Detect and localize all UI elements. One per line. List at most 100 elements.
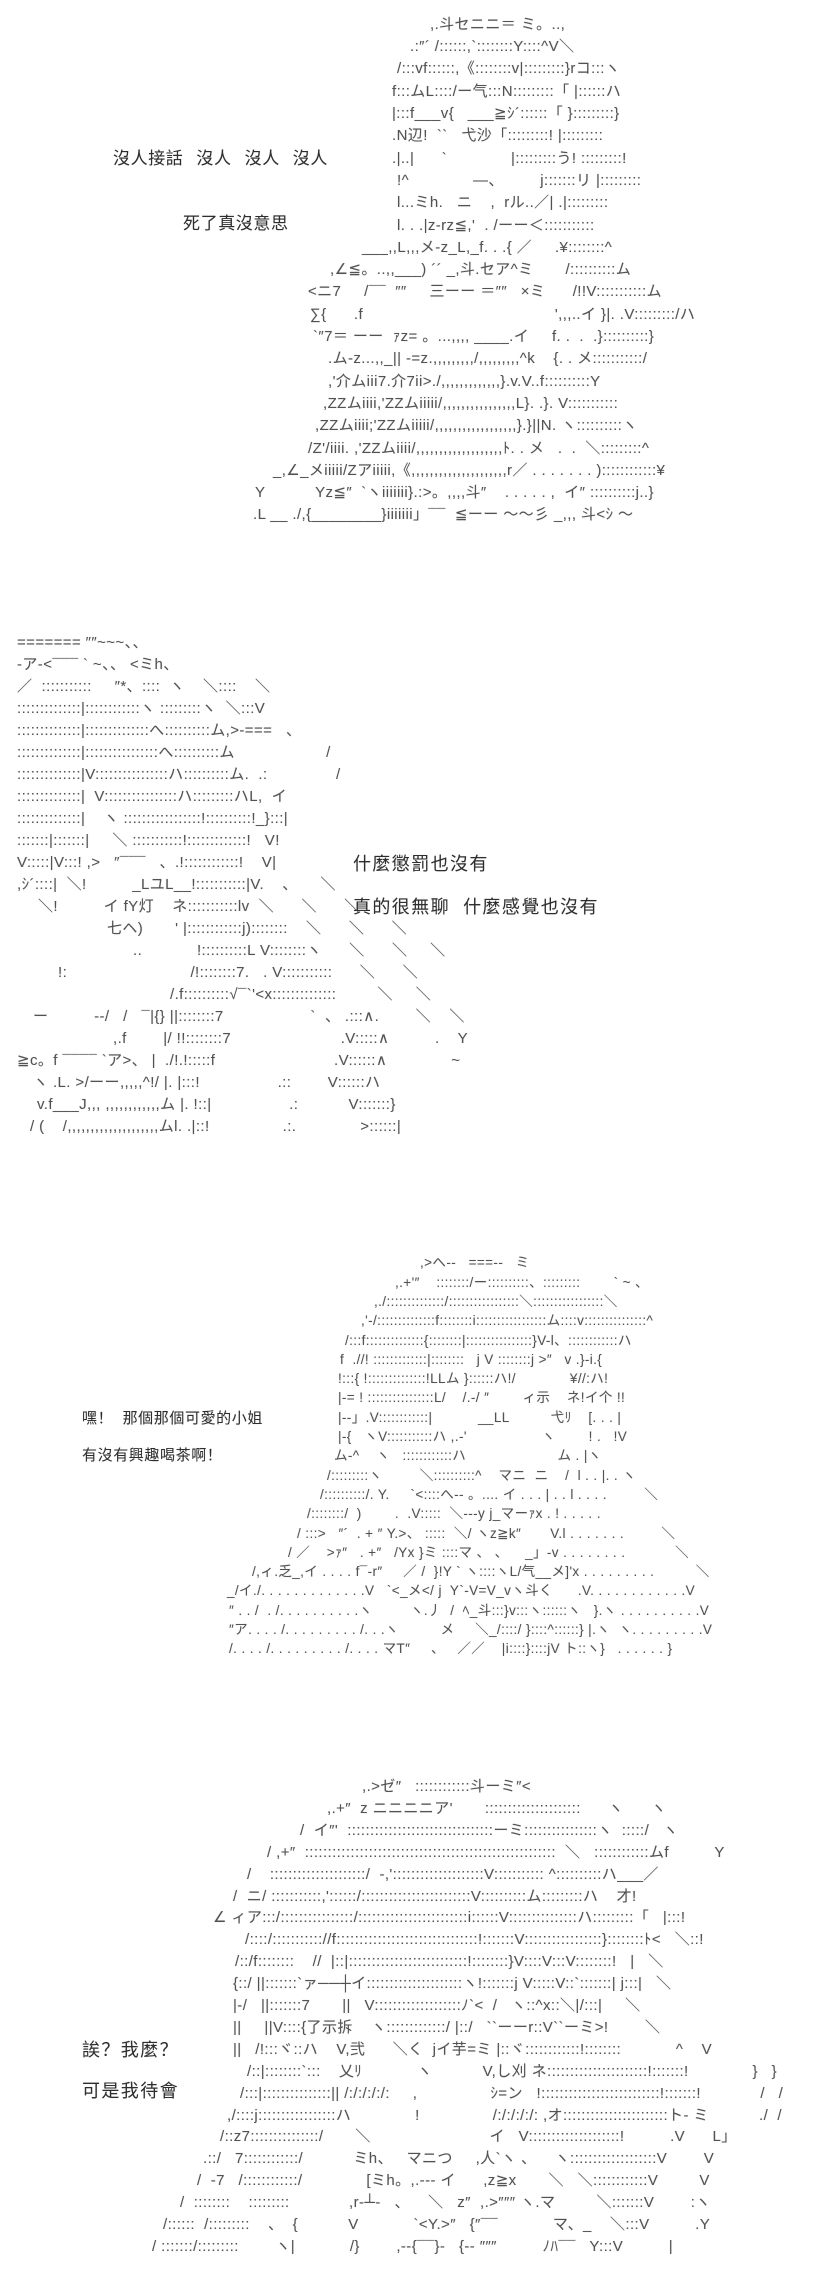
art-line: ヽ .L. >/ーー,,,,,^!/ |. |:::! .:: V::::::ハ <box>33 1074 381 1091</box>
art-line: ,/::::j:::::::::::::::::ハ ! /:/:/:/:/: ,… <box>227 2106 782 2124</box>
art-line: / イ″' ::::::::::::::::::::::::::::::::ーミ… <box>300 1821 679 1839</box>
art-line: / :::::::: ::::::::: ,r‐┴‐ 、 ＼ z″ ,.>″″″… <box>180 2194 711 2212</box>
art-line: ,ZZムiiii,'ZZムiiiii/,,,,,,,,,,,,,,,,L}. .… <box>323 394 619 412</box>
art-line: || /!:::ヾ::ハ V,弐 ＼く jイ芋=ミ |::ヾ::::::::::… <box>233 2040 713 2058</box>
dialogue-line-1: 嘿！ 那個那個可愛的小姐 <box>82 1409 263 1427</box>
art-line: Y Yz≦″ `ヽiiiiiii}.:>。,,,,斗″ . . . . . , … <box>255 484 654 502</box>
art-line: / ,+″ ::::::::::::::::::::::::::::::::::… <box>267 1843 725 1861</box>
art-line: ,.+'″ ::::::::/ー::::::::::、::::::::: ` ~… <box>395 1274 649 1290</box>
art-line: /::::::::::/. Y. `<::::へ-- 。.... イ . . .… <box>320 1486 659 1502</box>
dialogue-line-2: 死了真沒意思 <box>183 214 289 234</box>
art-line: /::::/::::::::::://f::::::::::::::::::::… <box>245 1931 704 1949</box>
art-line: ,ZZムiiii;'ZZムiiiii/,,,,,,,,,,,,,,,,,,}.}… <box>315 417 638 435</box>
art-line: || ||V::::{了示拆 ヽ:::::::::::::/ |::/ ``ーー… <box>233 2018 661 2036</box>
comic-panel-1: ,.斗セニニ＝ ミ。..,.:″´ /::::::,`::::::::Y::::… <box>0 0 830 560</box>
art-line: ,∠≦。..,,___) ´´ _,斗.セア^ミ /::::::::::ム <box>330 261 632 279</box>
art-line: 七ヘ) ' |::::::::::::j):::::::: ＼ ＼ ＼ <box>107 920 408 937</box>
dialogue-line-2: 可是我待會 <box>82 2081 179 2102</box>
art-line: f:::ムL::::/ー气:::N:::::::::「 |::::::ハ <box>392 82 622 100</box>
art-line: |:::f___v{ ___≧ｼ´::::::「 }:::::::::} <box>392 105 620 123</box>
art-line: .N辺! `` 弋沙「:::::::::! |::::::::: <box>392 127 604 145</box>
ascii-art-figure: ,.>ゼ″ ::::::::::::斗ーミ″<,.+″ z ニニニニア' :::… <box>0 1740 830 2280</box>
art-line: `″7＝ ーー ｧz= 。...,,,, ____.イ f. . . .}:::… <box>313 328 655 346</box>
art-line: ::::::::::::::|::::::::::::::へ::::::::::… <box>17 722 302 739</box>
art-line: !: /!::::::::7. . V::::::::::: ＼ ＼ <box>58 964 418 981</box>
art-line: / ／ >ｧ″ . +″ /Yx }ミ ::::マ 、 、 _」-v . . .… <box>288 1544 690 1560</box>
art-line: ======= ″″~~~、、 <box>17 634 148 651</box>
art-line: ::::::::::::::|::::::::::::ヽ :::::::::ヽ … <box>17 700 266 717</box>
art-line: .ム-z...,,_|| -=z.,,,,,,,,,/,,,,,,,,,^k {… <box>328 350 648 368</box>
art-line: /:::|:::::::::::::::|| /:/:/:/:/: , ｼ=ン … <box>240 2084 784 2102</box>
art-line: ,>へ-- ===-- ミ <box>420 1255 530 1271</box>
art-line: / :::> ″´ . + ″ Y.>、 ::::: ＼/ ヽz≧k″ V.l … <box>297 1525 676 1541</box>
art-line: / :::::::::::::::::::::/ -,'::::::::::::… <box>247 1865 659 1883</box>
art-line: ::::::::::::::| ヽ :::::::::::::::::!::::… <box>17 810 289 827</box>
art-line: V:::::|V:::! ,> ″¯¯¯ 、.!::::::::::::! V| <box>17 854 277 871</box>
art-line: _,∠_メiiiii/Zアiiiii,《,,,,,,,,,,,,,,,,,,,,… <box>273 461 666 479</box>
art-line: ／ ::::::::::: ″*、:::: ヽ ＼:::: ＼ <box>17 678 271 695</box>
dialogue-line-1: 誒？我麼？ <box>82 2040 179 2061</box>
comic-panel-2: ======= ″″~~~、、-ア-<¯¯¯ ` ~、、 <ミh、／ :::::… <box>0 600 830 1160</box>
comic-panel-4: ,.>ゼ″ ::::::::::::斗ーミ″<,.+″ z ニニニニア' :::… <box>0 1740 830 2280</box>
art-line: ,'介ムiii7.介7ii>./,,,,,,,,,,,,,}.v.V..f:::… <box>328 372 601 390</box>
art-line: /::/f:::::::: // |::|:::::::::::::::::::… <box>235 1953 664 1971</box>
art-line: / :::::::/::::::::: ヽ| /} ,--{¯¯}- {-- ″… <box>152 2237 674 2255</box>
art-line: |-/ ||:::::::7 || V:::::::::::::::::::ﾉ`… <box>233 1997 641 2015</box>
art-line: |--」.V::::::::::::| __LL 弋ﾘ [. . . | <box>338 1409 622 1425</box>
art-line: / ‐7 /::::::::::::/ [ミh。,.--- イ ,z≧x ＼ ＼… <box>197 2172 710 2190</box>
art-line: ″ア. . . . /. . . . . . . . . /. . .ヽ メ ＼… <box>229 1622 713 1638</box>
art-line: ∑{ .f ',,,..イ }|. .V:::::::::/ハ <box>310 305 696 323</box>
art-line: ,.f |/ !!::::::::7 .V:::::∧ . Y <box>113 1030 468 1047</box>
art-line: ,ｼ´::::| ＼! _LユL__!:::::::::::|V. 、 ＼ <box>17 876 336 893</box>
art-line: /:::::::::ヽ ＼::::::::::^ マニ ニ / l . . |.… <box>327 1467 637 1483</box>
art-line: |-{ ヽV:::::::::::ハ ,.-' ヽ ! . !V <box>338 1429 628 1445</box>
art-line: ム-^ ヽ ::::::::::::ハ ム . |ヽ <box>334 1448 602 1464</box>
dialogue-line-1: 什麼懲罰也沒有 <box>353 854 489 875</box>
art-line: !^ ―、 j:::::::リ |::::::::: <box>397 171 642 189</box>
art-line: ≧c。f ¯¯¯¯ `ア>、 | ./!.!:::::f .V::::::∧ ~ <box>17 1052 461 1069</box>
art-line: l. . .|z-rz≦,' . /ーー＜::::::::::: <box>397 216 595 234</box>
art-line: <ニ7 /¯¯ ″″ 三ーー ＝″″ ×ミ /!!V:::::::::::ム <box>308 283 662 301</box>
art-line: ,./::::::::::::::/:::::::::::::::::＼::::… <box>374 1293 618 1309</box>
art-line: ::::::::::::::| V::::::::::::::::ハ::::::… <box>17 788 288 805</box>
art-line: /Z'/iiii. ,'ZZムiiii/,,,,,,,,,,,,,,,,,,,ﾄ… <box>308 439 650 457</box>
art-line: ___,,L,,,メ-z_L,_f. . .{ ／ .¥::::::::^ <box>362 238 613 256</box>
ascii-art-figure: ======= ″″~~~、、-ア-<¯¯¯ ` ~、、 <ミh、／ :::::… <box>0 600 830 1160</box>
art-line: .. !::::::::::L V::::::::ヽ ＼ ＼ ＼ <box>133 942 446 959</box>
art-line: !:::{ !::::::::::::::!LLム }::::::ハ!/ ¥//… <box>338 1371 609 1387</box>
art-line: f .//! :::::::::::::|:::::::: j V ::::::… <box>340 1351 603 1367</box>
art-line: /.f::::::::::√¯`'<x:::::::::::::: ＼ ＼ <box>170 986 432 1003</box>
dialogue-line-2: 有沒有興趣喝茶啊！ <box>82 1446 223 1464</box>
art-line: /::::::::/ ) . .V::::: ＼---y j_マーｧx . ! … <box>307 1506 601 1522</box>
dialogue-line-2: 真的很無聊 什麼感覺也沒有 <box>353 897 599 918</box>
art-line: v.f___J,,, ,,,,,,,,,,,,ム |. !::| .: V:::… <box>37 1096 396 1113</box>
ascii-art-figure: ,.斗セニニ＝ ミ。..,.:″´ /::::::,`::::::::Y::::… <box>0 0 830 560</box>
comic-panel-3: ,>へ-- ===-- ミ,.+'″ ::::::::/ー::::::::::、… <box>0 1220 830 1690</box>
art-line: |-= ! ::::::::::::::::L/ /.-/ ″ ィ示 ネ!イ个 … <box>338 1390 626 1406</box>
art-line: ,.斗セニニ＝ ミ。.., <box>430 15 566 33</box>
art-line: ″ . . / . /. . . . . . . . . .ヽ ヽ.丿 / ﾍ_… <box>229 1602 710 1618</box>
art-line: / ( /,,,,,,,,,,,,,,,,,,,,ムl. .|::! .:. >… <box>30 1118 402 1135</box>
art-line: -ア-<¯¯¯ ` ~、、 <ミh、 <box>17 656 179 673</box>
art-line: l...ミh. ニ , rル..／| .|::::::::: <box>397 194 609 212</box>
art-line: .:″´ /::::::,`::::::::Y::::^V＼ <box>410 38 575 56</box>
art-line: /:::f::::::::::::::{::::::::|:::::::::::… <box>345 1332 632 1348</box>
art-line: ー --/ / ¯|{} ||::::::::7 ` 、 .:::∧. ＼ ＼ <box>33 1008 465 1025</box>
art-line: ,.+″ z ニニニニア' ::::::::::::::::::::: ヽ ヽ <box>327 1799 667 1817</box>
art-line: ,'-/::::::::::::::f::::::::i::::::::::::… <box>361 1313 654 1329</box>
art-line: _/イ./. . . . . . . . . . . . .V `<_メ</ j… <box>227 1583 696 1599</box>
art-line: ＼! イ fY灯 ネ:::::::::::lv ＼ ＼ ＼ <box>38 898 360 915</box>
art-line: .L __ ./,{________}iiiiiii」¯¯ ≦ーー ～～彡 _,… <box>253 506 634 524</box>
art-line: /:::vf::::::,《::::::::v|:::::::::}rコ:::ヽ <box>397 60 621 78</box>
art-line: ::::::::::::::|::::::::::::::::へ::::::::… <box>17 744 331 761</box>
art-line: .::/ 7::::::::::::/ ミh、 マニつ ,人`ヽ 、 ヽ::::… <box>203 2150 715 2168</box>
art-line: /::|::::::::`::: 乂ﾘ ヽ V,し刈 ネ::::::::::::… <box>247 2062 778 2080</box>
ascii-art-figure: ,>へ-- ===-- ミ,.+'″ ::::::::/ー::::::::::、… <box>0 1220 830 1690</box>
art-line: {::/ ||:::::::`ァ──┼イ::::::::::::::::::::… <box>233 1975 672 1993</box>
art-line: / ニ/ :::::::::::,'::::::/:::::::::::::::… <box>233 1887 637 1905</box>
art-line: /:::::: /::::::::: 、 { V `<Y.>″ {″¯¯ マ、_… <box>163 2216 711 2234</box>
dialogue-line-1: 沒人接話 沒人 沒人 沒人 <box>113 149 329 169</box>
art-line: /. . . . /. . . . . . . . . /. . . . マT″… <box>229 1641 673 1657</box>
art-line: /::z7:::::::::::::::/ ＼ イ V:::::::::::::… <box>220 2128 737 2146</box>
art-line: .|..| ` |:::::::::う! :::::::::! <box>392 149 627 167</box>
